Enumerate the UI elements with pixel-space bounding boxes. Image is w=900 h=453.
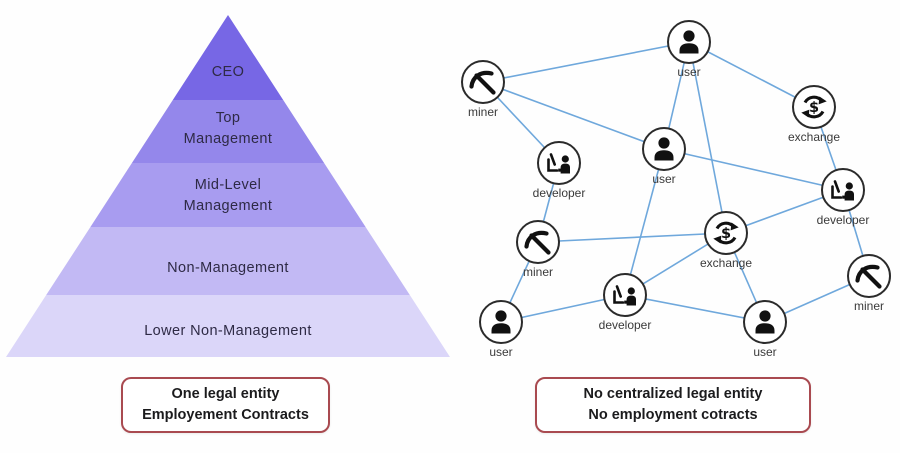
pyramid-label-line: CEO [211, 64, 245, 80]
pyramid-label-line: Management [183, 131, 273, 147]
node-label: user [677, 65, 700, 79]
caption-line: No centralized legal entity [583, 386, 763, 402]
node-label: miner [854, 299, 884, 313]
network-node-miner2: miner [516, 220, 560, 279]
network-node-developer2: developer [817, 168, 870, 227]
network-edge-user1-exchange2 [688, 41, 727, 234]
node-circle [743, 300, 787, 344]
node-circle [603, 273, 647, 317]
network-edge-developer3-user4 [624, 294, 766, 323]
network-node-developer1: developer [533, 141, 586, 200]
pyramid-label-ceo: CEO [108, 62, 348, 83]
node-label: user [753, 345, 776, 359]
right-caption-box: No centralized legal entity No employmen… [535, 377, 811, 433]
network-edge-user1-exchange1 [688, 41, 815, 108]
network-edge-miner1-user1 [482, 41, 690, 83]
pyramid-label-line: Mid-Level [194, 177, 262, 193]
pyramid-label-mid-management: Mid-Level Management [108, 175, 348, 217]
left-caption-box: One legal entity Employement Contracts [121, 377, 330, 433]
network-edge-miner2-exchange2 [537, 232, 727, 243]
node-label: user [652, 172, 675, 186]
pyramid-label-top-management: Top Management [108, 108, 348, 150]
node-label: exchange [788, 130, 840, 144]
pyramid-label-line: Management [183, 198, 273, 214]
pyramid-level-lower-non-management [6, 295, 450, 357]
node-circle [479, 300, 523, 344]
network-node-developer3: developer [599, 273, 652, 332]
node-label: miner [468, 105, 498, 119]
pyramid-level-ceo [172, 15, 284, 100]
pyramid-label-line: Top [215, 110, 241, 126]
node-label: miner [523, 265, 553, 279]
network-node-miner3: miner [847, 254, 891, 313]
node-circle [821, 168, 865, 212]
pyramid-label-line: Lower Non-Management [144, 323, 312, 339]
network-node-user1: user [667, 20, 711, 79]
caption-line: Employement Contracts [142, 407, 309, 423]
pyramid-level-top-management [131, 100, 325, 163]
node-circle [667, 20, 711, 64]
node-circle [537, 141, 581, 185]
network-node-user4: user [743, 300, 787, 359]
pyramid-level-non-management [46, 227, 410, 295]
node-label: developer [599, 318, 652, 332]
network-node-exchange1: exchange [788, 85, 840, 144]
network-edge-miner1-user2 [482, 81, 665, 150]
node-circle [642, 127, 686, 171]
caption-line: No employment cotracts [588, 407, 758, 423]
node-label: user [489, 345, 512, 359]
network-edge-user2-developer3 [624, 148, 665, 296]
network-diagram: $ mineruserexchangeuserdeveloperdevelope… [461, 20, 891, 359]
node-label: developer [533, 186, 586, 200]
hierarchy-pyramid [6, 15, 450, 357]
caption-line: One legal entity [171, 386, 280, 402]
pyramid-label-lower-non-management: Lower Non-Management [108, 321, 348, 342]
node-label: exchange [700, 256, 752, 270]
pyramid-label-non-management: Non-Management [108, 258, 348, 279]
node-label: developer [817, 213, 870, 227]
network-node-user3: user [479, 300, 523, 359]
network-node-exchange2: exchange [700, 211, 752, 270]
pyramid-label-line: Non-Management [167, 260, 289, 276]
pyramid-level-mid-management [90, 163, 366, 227]
network-edge-user2-developer2 [663, 148, 844, 191]
network-node-user2: user [642, 127, 686, 186]
network-node-miner1: miner [461, 60, 505, 119]
